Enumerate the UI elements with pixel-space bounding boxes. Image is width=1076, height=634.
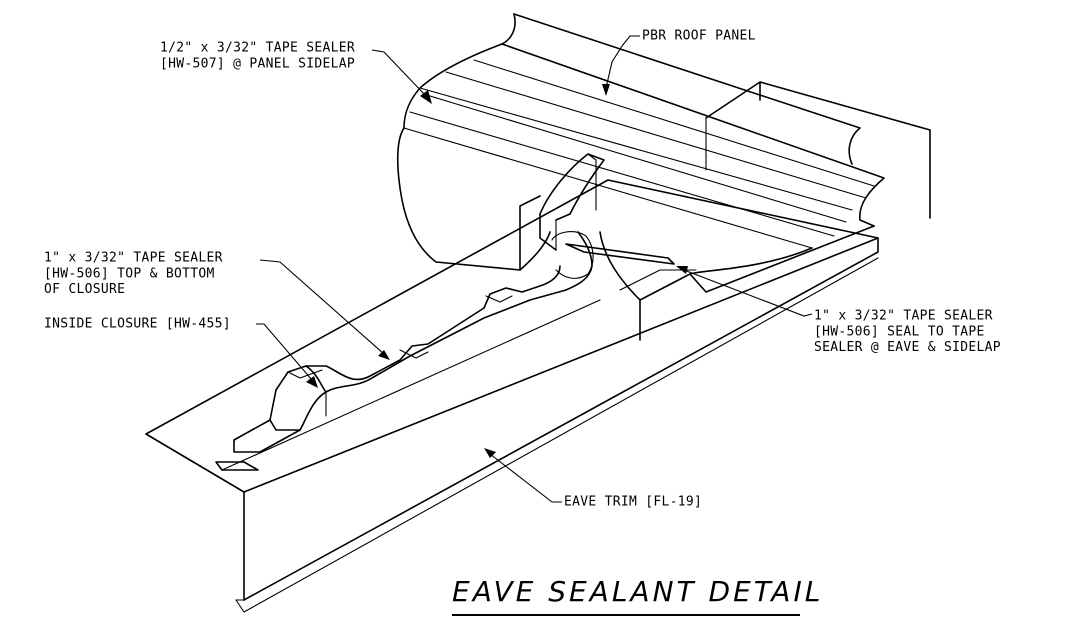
label-closure-tape-sealer: 1" x 3/32" TAPE SEALER [HW-506] TOP & BO… — [44, 250, 223, 298]
label-pbr-roof-panel: PBR ROOF PANEL — [642, 28, 756, 44]
inside-closure — [215, 153, 675, 471]
leader-lines — [256, 35, 813, 503]
label-inside-closure: INSIDE CLOSURE [HW-455] — [44, 316, 231, 332]
eave-trim — [145, 179, 879, 613]
label-eave-trim: EAVE TRIM [FL-19] — [564, 494, 703, 510]
drawing-title: EAVE SEALANT DETAIL — [452, 575, 824, 608]
label-eave-tape-sealer: 1" x 3/32" TAPE SEALER [HW-506] SEAL TO … — [814, 308, 1001, 356]
title-underline — [452, 614, 800, 616]
label-sidelap-tape-sealer: 1/2" x 3/32" TAPE SEALER [HW-507] @ PANE… — [160, 40, 356, 72]
pbr-roof-panel — [396, 13, 885, 341]
support-block — [705, 81, 931, 219]
